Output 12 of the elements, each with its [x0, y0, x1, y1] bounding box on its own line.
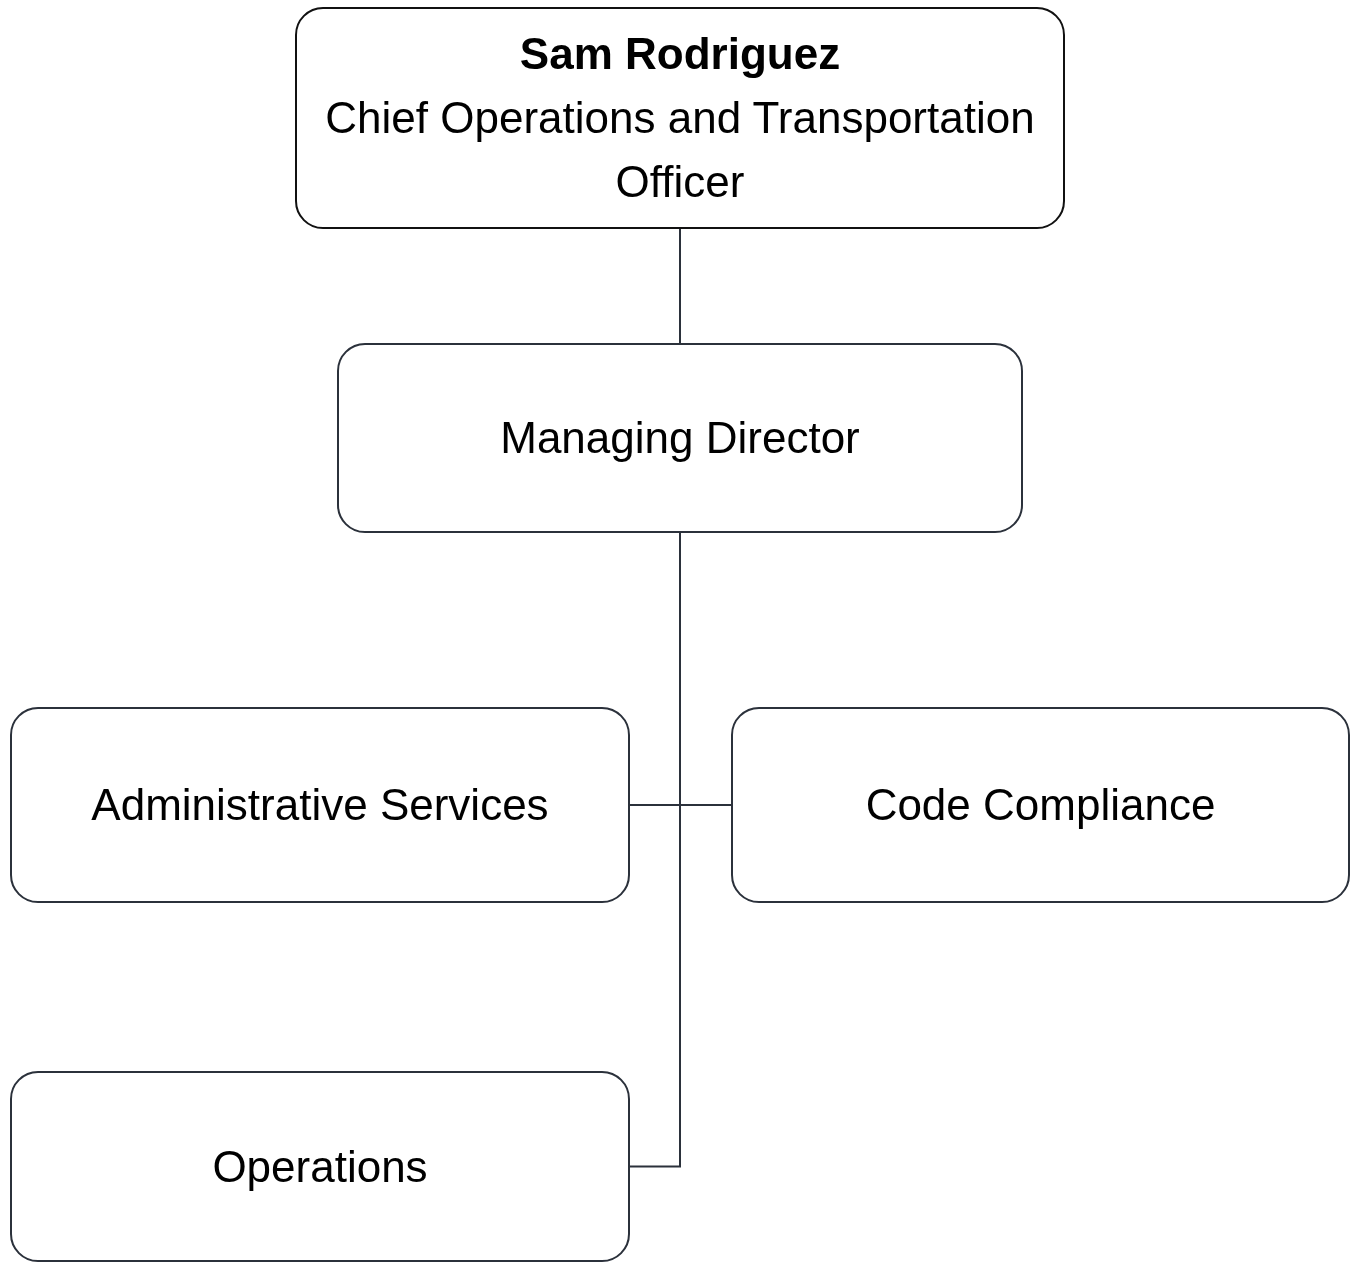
unit-name: Managing Director [500, 412, 860, 465]
unit-name: Code Compliance [865, 779, 1216, 832]
org-box [337, 343, 1023, 533]
org-box [10, 707, 630, 903]
unit-name: Operations [212, 1140, 428, 1193]
unit-name: Administrative Services [91, 779, 549, 832]
job-title: Chief Operations and Transportation Officer [324, 92, 1036, 208]
org-box [295, 7, 1065, 229]
org-box [731, 707, 1350, 903]
connector-line [679, 228, 681, 344]
person-name: Sam Rodriguez [519, 28, 841, 81]
org-box [10, 1071, 630, 1262]
